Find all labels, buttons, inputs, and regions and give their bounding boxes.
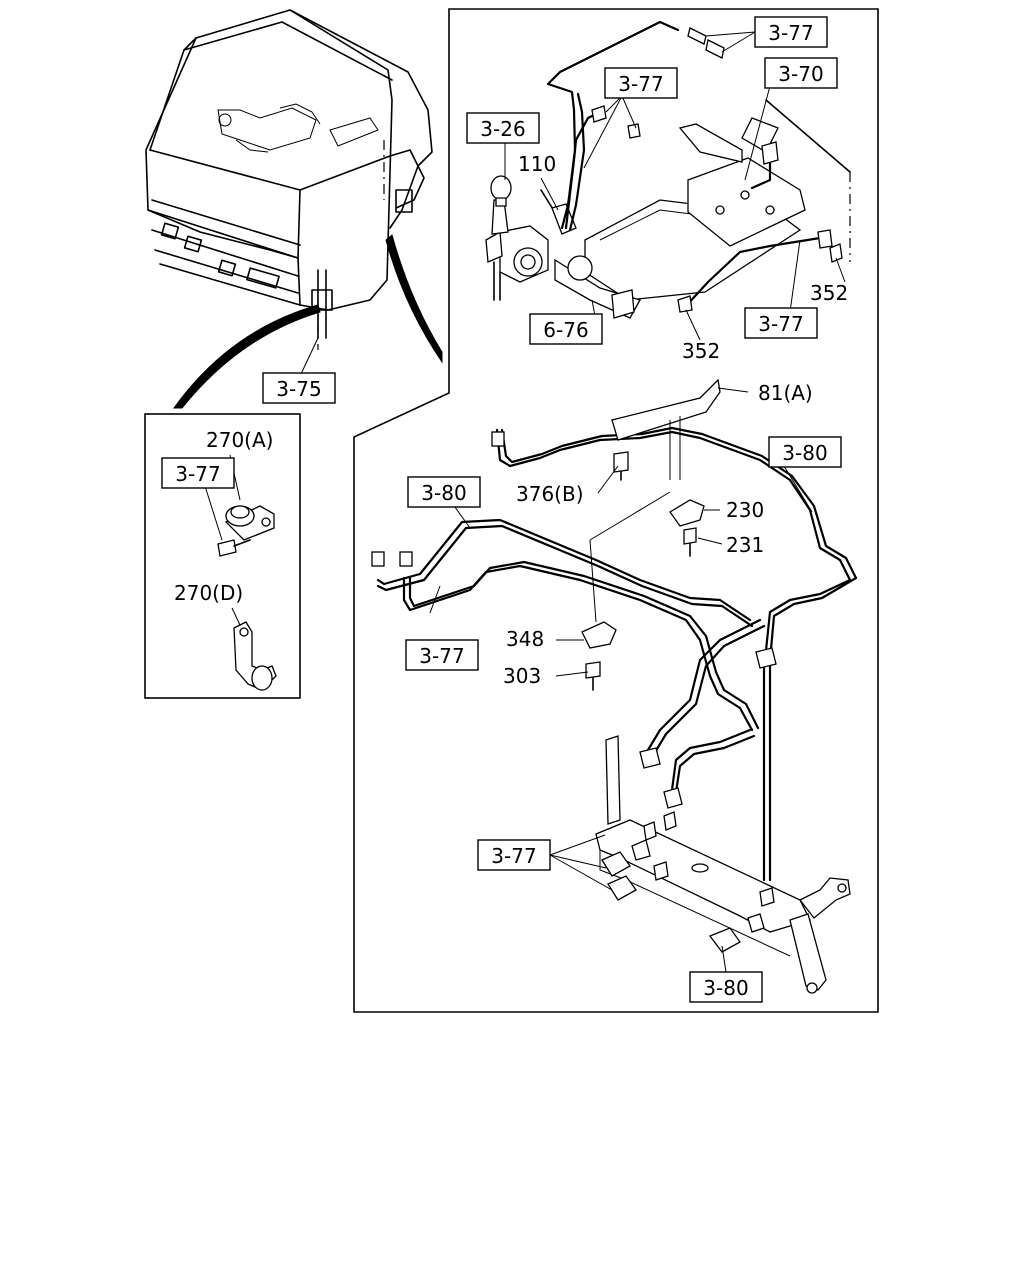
svg-text:3-77: 3-77: [618, 72, 663, 96]
svg-text:3-77: 3-77: [175, 462, 220, 486]
part-number-352-right: 352: [810, 281, 848, 305]
part-number-376b: 376(B): [516, 482, 584, 506]
ref-6-76[interactable]: 6-76: [529, 313, 603, 345]
leader-wedge-right: [385, 234, 443, 364]
part-number-270d: 270(D): [174, 581, 243, 605]
part-number-352-center: 352: [682, 339, 720, 363]
ref-3-80-left[interactable]: 3-80: [407, 476, 481, 508]
svg-text:3-77: 3-77: [768, 21, 813, 45]
part-number-230: 230: [726, 498, 764, 522]
svg-text:3-77: 3-77: [419, 644, 464, 668]
svg-text:3-26: 3-26: [480, 117, 525, 141]
svg-text:3-77: 3-77: [491, 844, 536, 868]
svg-text:3-77: 3-77: [758, 312, 803, 336]
truck-cab-illustration: [145, 9, 433, 350]
upper-leaders: [504, 31, 846, 341]
ref-3-70[interactable]: 3-70: [764, 57, 838, 89]
ref-3-77-left[interactable]: 3-77: [405, 639, 479, 671]
ref-3-77-inset[interactable]: 3-77: [161, 457, 235, 489]
part-number-110: 110: [518, 152, 556, 176]
svg-text:3-80: 3-80: [782, 441, 827, 465]
inset-clamps: [204, 454, 277, 691]
ref-3-77-top[interactable]: 3-77: [754, 16, 828, 48]
ref-3-77-upper[interactable]: 3-77: [604, 67, 678, 99]
ref-3-26[interactable]: 3-26: [466, 112, 540, 144]
ref-3-77-mid[interactable]: 3-77: [744, 307, 818, 339]
svg-text:3-80: 3-80: [421, 481, 466, 505]
part-number-231: 231: [726, 533, 764, 557]
lower-assembly: [371, 378, 858, 994]
inset-frame: [144, 413, 301, 699]
svg-text:3-70: 3-70: [778, 62, 823, 86]
lower-leaders: [299, 337, 813, 973]
upper-assembly: [485, 20, 851, 319]
main-frame: [353, 8, 879, 1013]
leader-wedge-left: [173, 304, 321, 409]
part-number-81a: 81(A): [758, 381, 813, 405]
ref-3-77-bottom[interactable]: 3-77: [477, 839, 551, 871]
svg-text:3-80: 3-80: [703, 976, 748, 1000]
part-number-303: 303: [503, 664, 541, 688]
part-number-348: 348: [506, 627, 544, 651]
ref-3-80-right[interactable]: 3-80: [768, 436, 842, 468]
svg-text:6-76: 6-76: [543, 318, 588, 342]
svg-text:3-75: 3-75: [276, 377, 321, 401]
ref-3-75[interactable]: 3-75: [262, 372, 336, 404]
part-number-270a: 270(A): [206, 428, 273, 452]
ref-3-80-bottom[interactable]: 3-80: [689, 971, 763, 1003]
